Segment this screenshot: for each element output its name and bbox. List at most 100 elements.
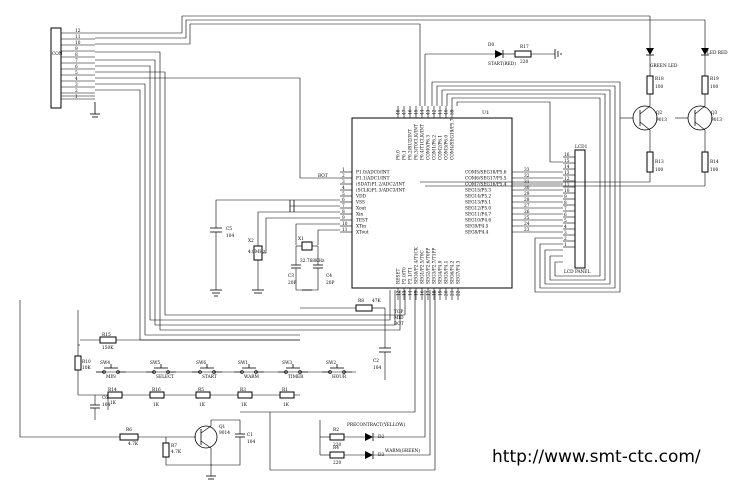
- lcd-pin-num: 4: [564, 225, 567, 230]
- lcd-pin-num: 7: [564, 207, 567, 212]
- r10-ref: R10: [82, 360, 91, 365]
- mcu-bottom-pin-num: 20: [445, 290, 450, 296]
- c4-val: 20P: [326, 281, 334, 286]
- mcu-left-pin-name: TEST: [356, 219, 368, 224]
- r16-val: 1K: [153, 403, 160, 408]
- r6-ref: R6: [126, 428, 132, 433]
- mcu-left-pin-num: 8: [342, 210, 345, 215]
- mcu-right-pin-num: 30: [524, 186, 530, 191]
- mcu-bottom-pin-name: RESET: [397, 269, 402, 284]
- mcu-top-pin-num: 41: [439, 109, 444, 115]
- r3-val: 1K: [241, 403, 248, 408]
- mcu-top-pin-num: 45: [415, 109, 420, 115]
- switch-ref: SW4: [100, 361, 110, 366]
- mcu-bottom-pin-num: 12: [397, 290, 402, 296]
- mcu-left-pin-num: 3: [342, 180, 345, 185]
- mcu-right-pin-num: 28: [524, 198, 530, 203]
- mcu-left-pin-num: 9: [342, 216, 345, 221]
- r13-ref: R13: [655, 160, 664, 165]
- lcd-pin-num: 8: [564, 201, 567, 206]
- mcu-right-pin-name: COM5/SEG18/P5.6: [465, 171, 507, 176]
- driver-q1: R6 4.7K R7 4.7K Q1 9014 C1 104: [19, 290, 436, 480]
- mcu-bottom-pin-name: SEG3/P2.7/T1PP: [433, 248, 438, 284]
- c3-val: 20P: [288, 281, 296, 286]
- lcd-pin-num: 3: [564, 231, 567, 236]
- mcu-right-pin-name: COM7/SEG16/P5.4: [465, 183, 507, 188]
- switch-label: HOUR: [332, 375, 347, 380]
- mcu-right-pin-num: 25: [524, 216, 530, 221]
- r7-ref: R7: [171, 444, 177, 449]
- c5-val: 104: [226, 234, 234, 239]
- r14-val: 1K: [110, 401, 117, 406]
- con-pin-num: 8: [75, 53, 78, 58]
- mcu-top-pin-name: COM1/P6.2: [433, 135, 438, 160]
- mcu-top-pin-num: 39: [451, 109, 456, 115]
- site-url: http://www.smt-ctc.com/: [492, 447, 701, 467]
- mcu-bottom-pin-name: SEG1/P2.5/T0C: [421, 250, 426, 284]
- mcu-bottom-pin-name: SEG2/P2.6/T0PP: [427, 248, 432, 284]
- con-wiring: [61, 15, 706, 341]
- mcu-top-pin-name: COM2/P6.1: [439, 135, 444, 160]
- c1-ref: C1: [247, 433, 253, 438]
- r18-val: 100: [655, 85, 663, 90]
- mcu-bottom-pin-num: 13: [403, 290, 408, 296]
- con-pin-num: 10: [75, 41, 81, 46]
- con-pin-num: 9: [75, 47, 78, 52]
- mcu-right-pin-num: 24: [524, 222, 530, 227]
- mcu-top-pin-name: COM4/SEG19/P5.7: [451, 118, 456, 160]
- q1-ref: Q1: [219, 425, 226, 430]
- mcu-top-pin-num: 40: [445, 109, 450, 115]
- x1-val: 32.768KHz: [300, 259, 325, 264]
- lcd-pin-num: 2: [564, 237, 567, 242]
- r1-val: 1K: [283, 403, 290, 408]
- mcu-right-pin-name: SEG15/P5.3: [465, 189, 491, 194]
- d3-label: WARM(GREEN): [385, 449, 420, 454]
- r14t-ref: R14: [710, 160, 719, 165]
- r17-ref: R17: [520, 45, 529, 50]
- mcu-right-pin-num: 26: [524, 210, 530, 215]
- mcu-top-pin-name: P0.1: [403, 150, 408, 160]
- mcu-bottom-pin-name: SEG4/P4.0: [439, 260, 444, 284]
- switch-resistors: R14 1K R16 1K R5 1K R3 1K R1 1K: [107, 388, 295, 410]
- lcd-pin-num: 5: [564, 219, 567, 224]
- switch-label: MIN: [106, 375, 116, 380]
- q1-val: 9014: [219, 431, 230, 436]
- lcd-label: LCD PANEL: [564, 270, 590, 275]
- mcu-right-pin-num: 32: [524, 174, 530, 179]
- con-pin-num: 3: [75, 83, 78, 88]
- lcd-ref: LCD1: [575, 145, 588, 150]
- r4-ref: R4: [333, 446, 339, 451]
- lcd-pin-num: 9: [564, 195, 567, 200]
- r15-val: 150K: [102, 346, 114, 351]
- mcu-left-pin-name: VSS: [355, 201, 365, 206]
- x2-val: 4.0MHz: [248, 250, 266, 255]
- switch-label: SELECT: [156, 375, 174, 380]
- r15-ref: R15: [102, 333, 111, 338]
- mcu-left-pin-name: XTout: [356, 231, 369, 236]
- led-d0: D0 START(RED) R17 220: [424, 43, 562, 106]
- mcu-left-pin-num: 11: [342, 228, 348, 233]
- mcu-top-pin-num: 42: [433, 109, 438, 115]
- mcu-top-pin-name: P0.2/BUZ/INT: [409, 129, 414, 160]
- x2-ref: X2: [248, 239, 254, 244]
- c6-ref: C6: [102, 396, 108, 401]
- r6-val: 4.7K: [128, 442, 139, 447]
- d0-label: START(RED): [488, 62, 516, 67]
- switch-label: WARM: [244, 375, 260, 380]
- switch-ref: SW3: [282, 361, 292, 366]
- mcu-bottom-pin-num: 21: [451, 290, 456, 296]
- mcu-top-pin-name: COM0/P6.3: [427, 135, 432, 160]
- r5-ref: R5: [198, 388, 204, 393]
- d0-ref: D0: [488, 43, 494, 48]
- mcu-left-pin-name: (SDAT)P1.2/ADC2/INT: [356, 183, 405, 188]
- mcu-left-pin-num: 4: [342, 186, 345, 191]
- mcu-right-pin-name: SEG8/P4.4: [465, 231, 489, 236]
- con-pin-num: 1: [75, 95, 78, 100]
- mcu-right-pin-name: SEG9/P4.5: [465, 225, 489, 230]
- mcu-right-pin-num: 23: [524, 228, 530, 233]
- r14-ref: R14: [108, 388, 117, 393]
- mcu-right-pin-name: SEG14/P5.2: [465, 195, 491, 200]
- c1-val: 104: [247, 440, 255, 445]
